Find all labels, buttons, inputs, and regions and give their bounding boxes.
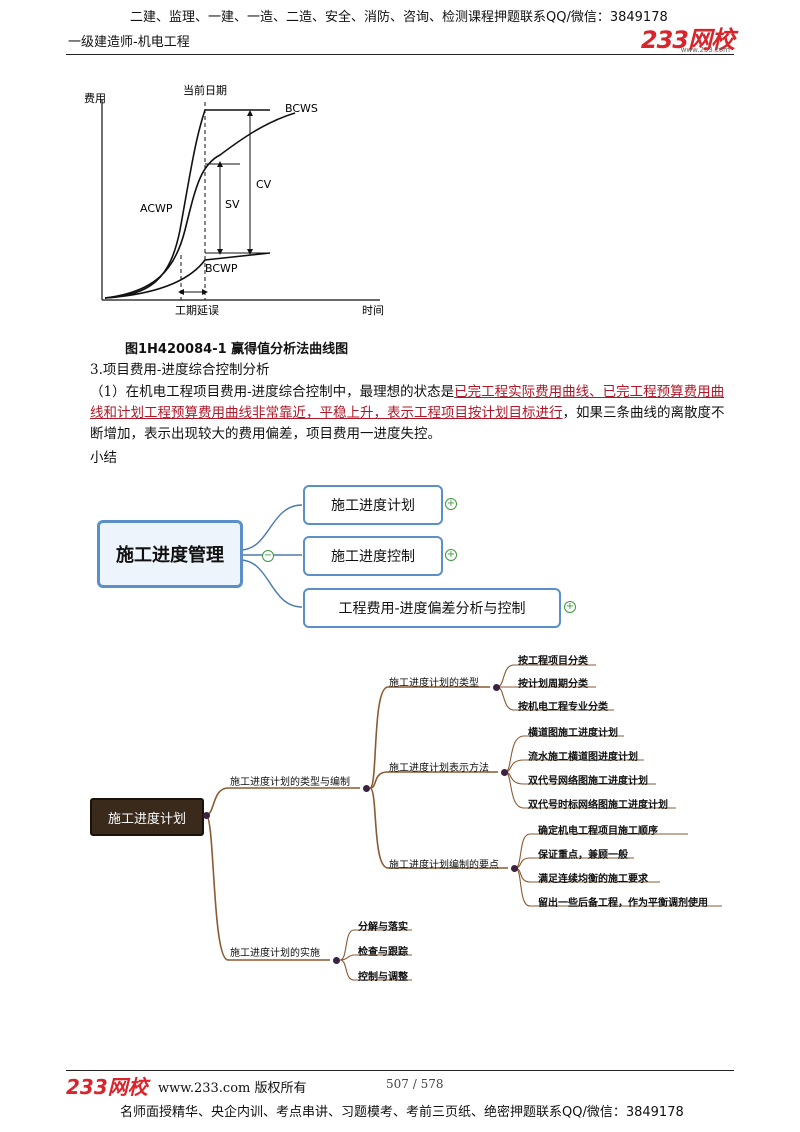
section-heading: 3.项目费用-进度综合控制分析 — [90, 362, 270, 378]
x-axis-label: 时间 — [362, 304, 384, 317]
bcws-label: BCWS — [285, 102, 318, 115]
mindmap1-child-plan: 施工进度计划 — [303, 485, 443, 525]
y-axis-label: 费用 — [84, 92, 106, 105]
bcwp-label: BCWP — [205, 262, 238, 275]
leaf-priority: 保证重点，兼顾一般 — [538, 850, 628, 861]
leaf-aoa-network: 双代号网络图施工进度计划 — [528, 776, 648, 787]
delay-label: 工期延误 — [175, 304, 219, 317]
group-representation: 施工进度计划表示方法 — [389, 763, 489, 774]
summary-heading: 小结 — [90, 450, 117, 466]
collapse-icon[interactable]: − — [262, 550, 274, 562]
header-subject: 一级建造师-机电工程 — [68, 35, 190, 50]
para-highlight: 已完工程实际费用曲线、已完工程预算费用曲线和计划工程预算费用曲线非常靠近，平稳上… — [90, 384, 725, 421]
header-rule — [66, 54, 734, 55]
bcws-curve — [104, 109, 270, 299]
mindmap1-root: 施工进度管理 — [97, 520, 243, 588]
para-prefix: （1）在机电工程项目费用-进度综合控制中，最理想的状态是 — [90, 384, 455, 400]
brand-site: www.233.com — [680, 46, 730, 54]
node-dot[interactable] — [333, 957, 340, 964]
leaf-timescaled-network: 双代号时标网络图施工进度计划 — [528, 800, 668, 811]
mindmap1-child-control: 施工进度控制 — [303, 536, 443, 576]
footer-site: www.233.com 版权所有 — [158, 1081, 307, 1096]
leaf-gantt: 横道图施工进度计划 — [528, 728, 618, 739]
sv-label: SV — [225, 198, 240, 211]
expand-icon[interactable]: + — [445, 549, 457, 561]
footer-contact: 名师面授精华、央企内训、考点串讲、习题模考、考前三页纸、绝密押题联系QQ/微信：… — [120, 1105, 684, 1120]
branch-type-compile: 施工进度计划的类型与编制 — [230, 777, 350, 788]
expand-icon[interactable]: + — [445, 498, 457, 510]
earned-value-figure: 费用 时间 当前日期 工期延误 BCWS ACWP BCWP SV CV — [84, 83, 384, 317]
group-types: 施工进度计划的类型 — [389, 678, 479, 689]
leaf-by-discipline: 按机电工程专业分类 — [518, 702, 608, 713]
branch-implementation: 施工进度计划的实施 — [230, 948, 320, 959]
cv-label: CV — [256, 178, 272, 191]
acwp-curve — [104, 112, 296, 299]
acwp-label: ACWP — [140, 202, 173, 215]
leaf-decompose: 分解与落实 — [358, 922, 408, 933]
leaf-by-period: 按计划周期分类 — [518, 679, 588, 690]
para-suffix: ，如果三条曲线的离散度不断增加，表示出现较大的费用偏差，项目费用一进度失控。 — [90, 405, 725, 442]
page-number: 507 / 578 — [386, 1077, 444, 1091]
node-dot[interactable] — [203, 812, 210, 819]
node-dot[interactable] — [511, 865, 518, 872]
node-dot[interactable] — [501, 769, 508, 776]
group-compile-points: 施工进度计划编制的要点 — [389, 860, 499, 871]
leaf-continuous: 满足连续均衡的施工要求 — [538, 874, 648, 885]
mindmap2-root: 施工进度计划 — [90, 798, 204, 836]
section-paragraph: （1）在机电工程项目费用-进度综合控制中，最理想的状态是已完工程实际费用曲线、已… — [90, 382, 730, 445]
current-date-label: 当前日期 — [183, 83, 227, 97]
figure-caption: 图1H420084-1 赢得值分析法曲线图 — [125, 342, 349, 357]
expand-icon[interactable]: + — [564, 601, 576, 613]
leaf-reserve: 留出一些后备工程，作为平衡调剂使用 — [538, 898, 708, 909]
mindmap1-child-deviation: 工程费用-进度偏差分析与控制 — [303, 588, 561, 628]
bcwp-curve — [104, 252, 271, 299]
footer-rule — [66, 1070, 734, 1071]
footer-logo: 233网校 — [66, 1075, 148, 1099]
leaf-flow-gantt: 流水施工横道图进度计划 — [528, 752, 638, 763]
leaf-inspect: 检查与跟踪 — [358, 947, 408, 958]
leaf-adjust: 控制与调整 — [358, 972, 408, 983]
brand-logo: 233网校 — [640, 26, 735, 54]
leaf-sequence: 确定机电工程项目施工顺序 — [538, 826, 658, 837]
header-contact: 二建、监理、一建、一造、二造、安全、消防、咨询、检测课程押题联系QQ/微信：38… — [130, 10, 668, 25]
node-dot[interactable] — [493, 684, 500, 691]
node-dot[interactable] — [363, 785, 370, 792]
leaf-by-project: 按工程项目分类 — [518, 656, 588, 667]
